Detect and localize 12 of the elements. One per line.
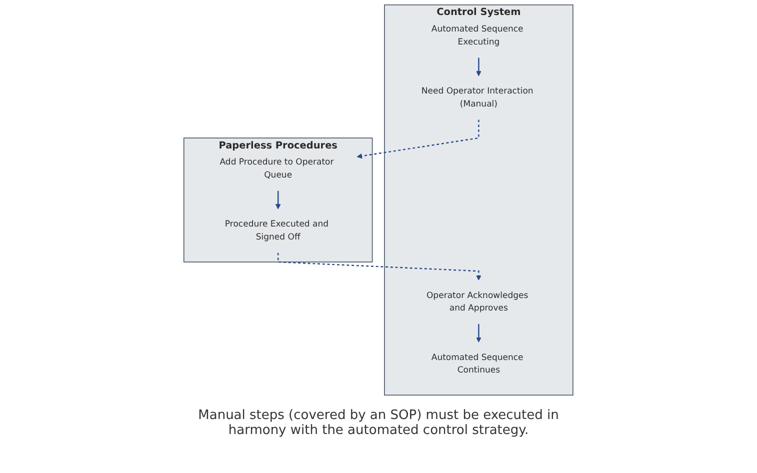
caption: Manual steps (covered by an SOP) must be executed in harmony with the automated control strategy. bbox=[197, 408, 560, 438]
node-text: Add Procedure to Operator Queue bbox=[220, 157, 334, 180]
arrow bbox=[276, 190, 281, 210]
node-text: Procedure Executed and Signed Off bbox=[225, 219, 329, 242]
arrow bbox=[278, 252, 482, 280]
node-text: Automated Sequence Continues bbox=[431, 352, 524, 376]
arrow bbox=[476, 58, 482, 76]
node-text: Need Operator Interaction (Manual) bbox=[421, 86, 534, 109]
arrow bbox=[356, 120, 480, 159]
node-text: Automated Sequence Executing bbox=[431, 24, 524, 47]
node-text: Operator Acknowledges and Approves bbox=[426, 290, 528, 314]
arrow bbox=[476, 324, 482, 342]
